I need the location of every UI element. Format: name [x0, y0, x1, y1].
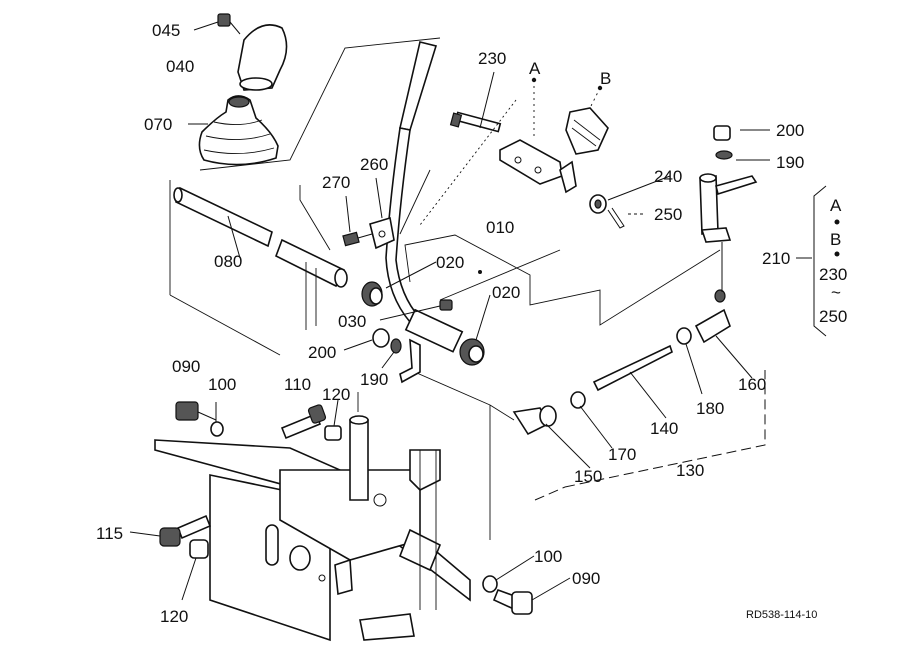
lock-bracket-A	[499, 80, 563, 185]
washer-100-bottom	[482, 575, 498, 593]
label-020-a: 020	[436, 253, 464, 272]
marker-dot-A	[531, 77, 537, 83]
label-040: 040	[166, 57, 194, 76]
bracket-210-legend: A B 230 ~ 250	[819, 196, 847, 326]
collar-120-top	[324, 392, 359, 441]
label-100-top: 100	[208, 375, 236, 394]
label-090-bottom: 090	[572, 569, 600, 588]
label-045: 045	[152, 21, 180, 40]
label-190-top: 190	[776, 153, 804, 172]
bolt-090-bottom	[492, 588, 533, 615]
bracket-label-B: B	[830, 230, 841, 249]
label-120-top: 120	[322, 385, 350, 404]
pin-030	[439, 299, 453, 311]
washer-240	[589, 194, 607, 214]
label-080: 080	[214, 252, 242, 271]
label-270: 270	[322, 173, 350, 192]
bolt-230	[449, 111, 502, 133]
bolt-270	[342, 231, 373, 247]
label-160: 160	[738, 375, 766, 394]
label-180: 180	[696, 399, 724, 418]
bolt-090-top	[175, 401, 217, 421]
collar-200-mid	[372, 328, 390, 348]
label-200-top: 200	[776, 121, 804, 140]
rod-140	[592, 344, 673, 392]
shift-knob-040	[237, 24, 288, 91]
knob-screw-045	[217, 13, 241, 35]
label-210: 210	[762, 249, 790, 268]
cotter-pin-250	[607, 207, 625, 229]
bracket-label-A: A	[830, 196, 842, 215]
label-020-b: 020	[492, 283, 520, 302]
label-090-top: 090	[172, 357, 200, 376]
nut-170	[570, 391, 586, 409]
bolt-115	[159, 514, 212, 547]
bolt-110	[280, 404, 327, 440]
label-100-bottom: 100	[534, 547, 562, 566]
bracket-range-start: 230	[819, 265, 847, 284]
bushing-020-right	[459, 338, 485, 366]
bracket-range-end: 250	[819, 307, 847, 326]
label-260: 260	[360, 155, 388, 174]
plate-B	[559, 87, 609, 194]
rod-sleeve	[274, 238, 348, 330]
label-240: 240	[654, 167, 682, 186]
lever-210	[699, 173, 758, 243]
washer-190-mid	[390, 338, 402, 354]
label-030: 030	[338, 312, 366, 331]
washer-190-top	[715, 150, 733, 160]
label-110: 110	[284, 375, 311, 394]
bushing-020-left	[361, 281, 383, 307]
assembly-outline	[169, 37, 721, 540]
label-120-bottom: 120	[160, 607, 188, 626]
label-190-mid: 190	[360, 370, 388, 389]
clamp-260	[369, 216, 395, 250]
nut-200-top	[713, 125, 731, 141]
shift-lever	[385, 41, 464, 384]
bracket-210	[813, 185, 827, 337]
label-115: 115	[96, 524, 123, 543]
collar-120-bottom	[189, 539, 209, 559]
shift-boot-070	[198, 95, 279, 166]
marker-dot-010	[478, 270, 482, 274]
part-labels: 045 040 070 080 270 260 230 A B 200 190 …	[96, 21, 804, 626]
lower-frame-bracket	[154, 415, 471, 642]
leader-lines	[129, 21, 812, 601]
label-140: 140	[650, 419, 678, 438]
label-010: 010	[486, 218, 514, 237]
label-A: A	[529, 59, 541, 78]
linkage-130-dashed-outline	[534, 370, 766, 501]
nut-180	[676, 327, 692, 345]
marker-dot-B	[597, 85, 603, 91]
label-130: 130	[676, 461, 704, 480]
drawing-code: RD538-114-10	[746, 609, 817, 621]
label-170: 170	[608, 445, 636, 464]
label-B: B	[600, 69, 611, 88]
bracket-dot-A	[834, 219, 840, 225]
label-070: 070	[144, 115, 172, 134]
washer-100-top	[210, 421, 224, 437]
shift-rod-080	[173, 186, 273, 248]
bracket-dot-B	[834, 251, 840, 257]
bracket-range-separator: ~	[831, 283, 841, 302]
label-150: 150	[574, 467, 602, 486]
label-250: 250	[654, 205, 682, 224]
ball-joint-150	[512, 405, 557, 436]
label-230: 230	[478, 49, 506, 68]
label-200-mid: 200	[308, 343, 336, 362]
ball-joint-160	[694, 242, 731, 344]
